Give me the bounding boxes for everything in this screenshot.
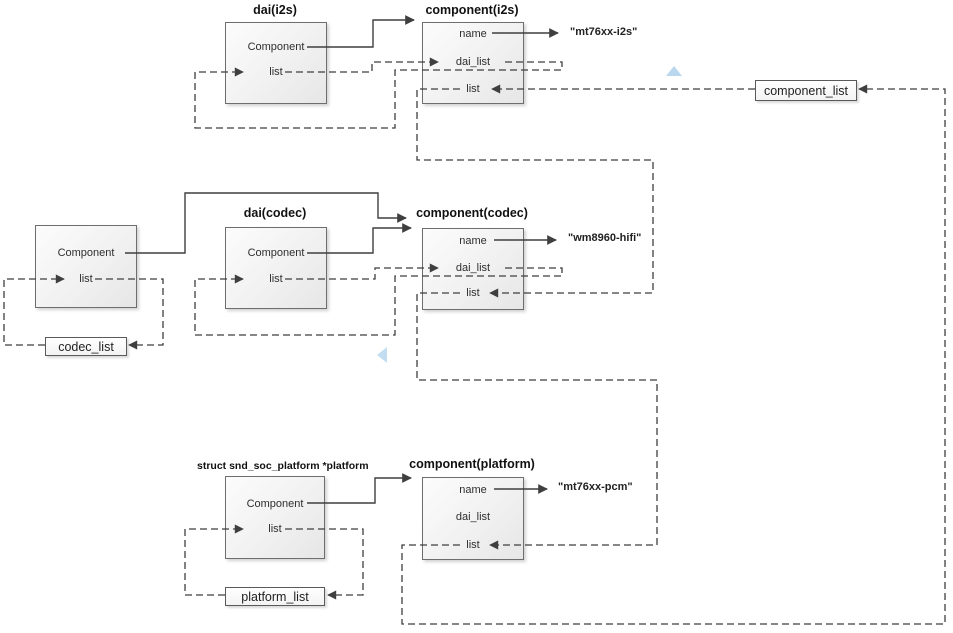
platform-component-field: Component [246,498,304,510]
i2s-name-string: "mt76xx-i2s" [570,26,638,38]
component-platform-list-field: list [466,539,480,551]
codec-name-string: "wm8960-hifi" [568,232,642,244]
component-i2s-list-field: list [466,83,480,95]
card-component-box: Component list [35,225,137,308]
component-codec-box: name dai_list list [422,228,524,310]
platform-list-field: list [268,523,282,535]
component-platform-dailist-field: dai_list [455,511,491,523]
component-codec-list-field: list [466,287,480,299]
dai-codec-box: Component list [225,227,327,309]
component-list-node: component_list [755,80,857,101]
platform-list-node: platform_list [225,587,325,606]
component-i2s-dailist-field: dai_list [455,56,491,68]
card-list-field: list [79,273,93,285]
platform-name-string: "mt76xx-pcm" [558,481,633,493]
dai-i2s-box: Component list [225,22,327,104]
codec-list-node: codec_list [45,337,127,356]
dai-i2s-title: dai(i2s) [253,3,297,17]
card-component-field: Component [57,247,115,259]
component-platform-box: name dai_list list [422,477,524,560]
dai-codec-title: dai(codec) [243,206,307,220]
component-codec-title: component(codec) [416,206,528,220]
component-platform-title: component(platform) [409,457,535,471]
component-platform-name-field: name [459,484,487,496]
component-i2s-title: component(i2s) [425,3,519,17]
scroll-up-marker-icon [666,66,682,76]
component-codec-dailist-field: dai_list [455,262,491,274]
dai-codec-list-field: list [269,273,283,285]
component-i2s-name-field: name [459,28,487,40]
component-codec-name-field: name [459,235,487,247]
platform-box: Component list [225,476,325,559]
dai-i2s-list-field: list [269,66,283,78]
dai-codec-component-field: Component [247,247,305,259]
dai-i2s-component-field: Component [247,41,305,53]
scroll-left-marker-icon [377,347,387,363]
platform-struct-title: struct snd_soc_platform *platform [197,460,369,472]
component-i2s-box: name dai_list list [422,22,524,104]
